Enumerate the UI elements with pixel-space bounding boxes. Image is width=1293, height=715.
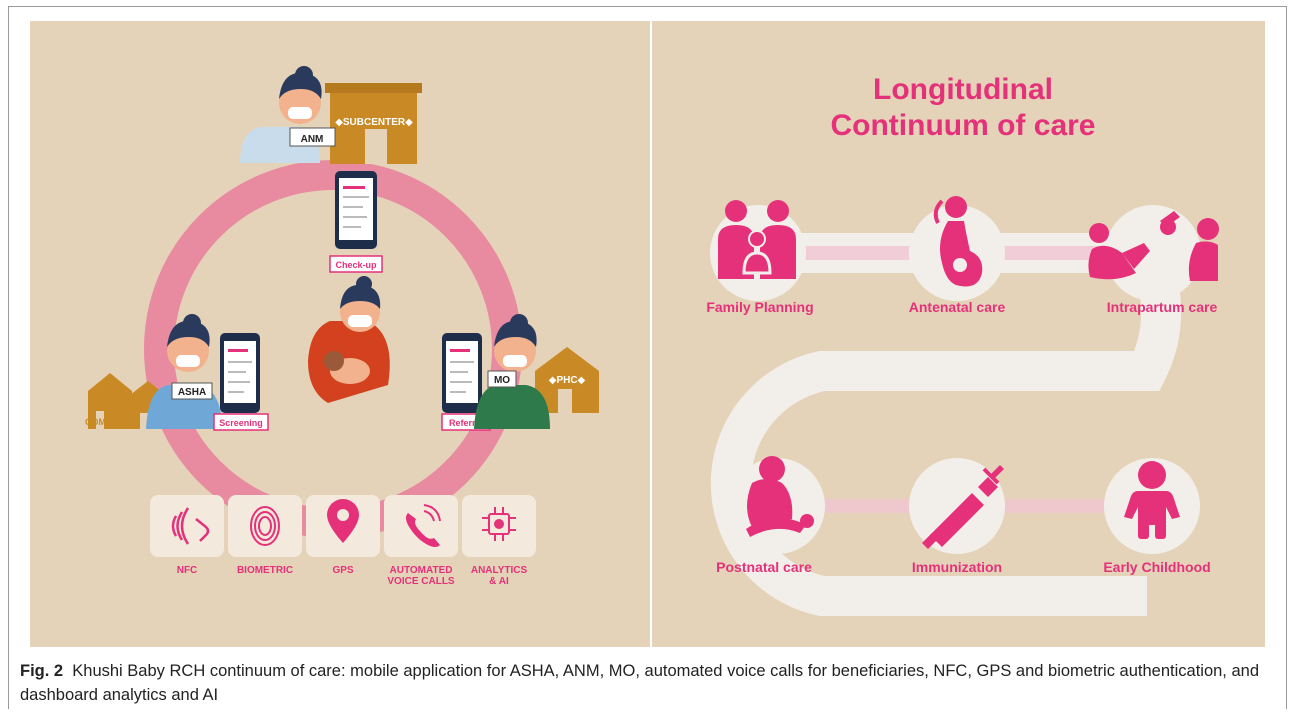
- location-pin-icon: [327, 499, 359, 543]
- stage-label-postnatal: Postnatal care: [716, 559, 812, 575]
- subcenter-building: [325, 83, 422, 164]
- continuum-panel: Longitudinal Continuum of care: [652, 21, 1265, 647]
- anm-label: ANM: [301, 134, 324, 145]
- stage-label-family: Family Planning: [706, 299, 813, 315]
- stage-label-antenatal: Antenatal care: [909, 299, 1006, 315]
- feature-label-voice-1: AUTOMATED: [390, 565, 453, 576]
- community-label: COMMUNITY: [85, 417, 141, 427]
- screening-phone: [220, 333, 260, 413]
- screening-label: Screening: [219, 418, 263, 428]
- app-workflow-panel: ◆SUBCENTER◆ ANM Check-up COMMUN: [30, 21, 650, 647]
- referral-label: Referral: [449, 418, 483, 428]
- stage-label-intrapartum: Intrapartum care: [1107, 299, 1218, 315]
- continuum-illustration: Longitudinal Continuum of care: [706, 73, 1219, 616]
- mo-label: MO: [494, 375, 510, 386]
- caption-text: Khushi Baby RCH continuum of care: mobil…: [20, 662, 1259, 704]
- phc-label: ◆PHC◆: [549, 375, 586, 386]
- feature-biometric: [228, 495, 302, 557]
- feature-label-gps: GPS: [332, 565, 353, 576]
- stage-circle-intrapartum: [1105, 205, 1201, 301]
- stage-circle-immunization: [909, 458, 1005, 554]
- anm-worker: [240, 66, 336, 163]
- stage-label-immunization: Immunization: [912, 559, 1002, 575]
- phone-call-icon: [406, 504, 441, 547]
- checkup-phone: [335, 171, 377, 249]
- screening-tag: [213, 413, 269, 431]
- baby-icon: [1124, 461, 1180, 539]
- stage-label-childhood: Early Childhood: [1103, 559, 1210, 575]
- mo-doctor: [474, 314, 550, 429]
- nfc-icon: [171, 507, 210, 545]
- checkup-label: Check-up: [335, 260, 377, 270]
- asha-worker: [146, 314, 222, 429]
- fingerprint-icon: [250, 506, 280, 546]
- figure-caption: Fig. 2 Khushi Baby RCH continuum of care…: [20, 659, 1280, 707]
- ai-chip-icon: [482, 507, 516, 541]
- syringe-icon: [922, 465, 1004, 549]
- workflow-illustration: ◆SUBCENTER◆ ANM Check-up COMMUN: [85, 66, 599, 587]
- feature-label-analytics-1: ANALYTICS: [471, 565, 528, 576]
- family-icon: [718, 200, 796, 279]
- figure-frame: [8, 6, 1287, 709]
- feature-label-nfc: NFC: [177, 565, 198, 576]
- care-road: [710, 233, 1182, 616]
- referral-phone: [442, 333, 482, 413]
- pregnant-woman-icon: [933, 196, 983, 287]
- asha-label: ASHA: [178, 387, 206, 398]
- childbirth-icon: [1088, 211, 1219, 281]
- mother-with-baby: [308, 276, 390, 403]
- feature-voice-calls: [384, 495, 458, 557]
- feature-label-voice-2: VOICE CALLS: [387, 576, 455, 587]
- checkup-tag: [329, 255, 383, 273]
- subcenter-label: ◆SUBCENTER◆: [335, 117, 413, 128]
- title-line1: Longitudinal: [873, 73, 1053, 106]
- phc-building: [535, 347, 599, 413]
- feature-analytics: [462, 495, 536, 557]
- feature-label-biometric: BIOMETRIC: [237, 565, 293, 576]
- feature-nfc: [150, 495, 224, 557]
- title-line2: Continuum of care: [830, 109, 1095, 142]
- figure-number: Fig. 2: [20, 662, 64, 680]
- mother-baby-icon: [746, 456, 814, 537]
- feature-gps: [306, 495, 380, 557]
- feature-label-analytics-2: & AI: [489, 576, 509, 587]
